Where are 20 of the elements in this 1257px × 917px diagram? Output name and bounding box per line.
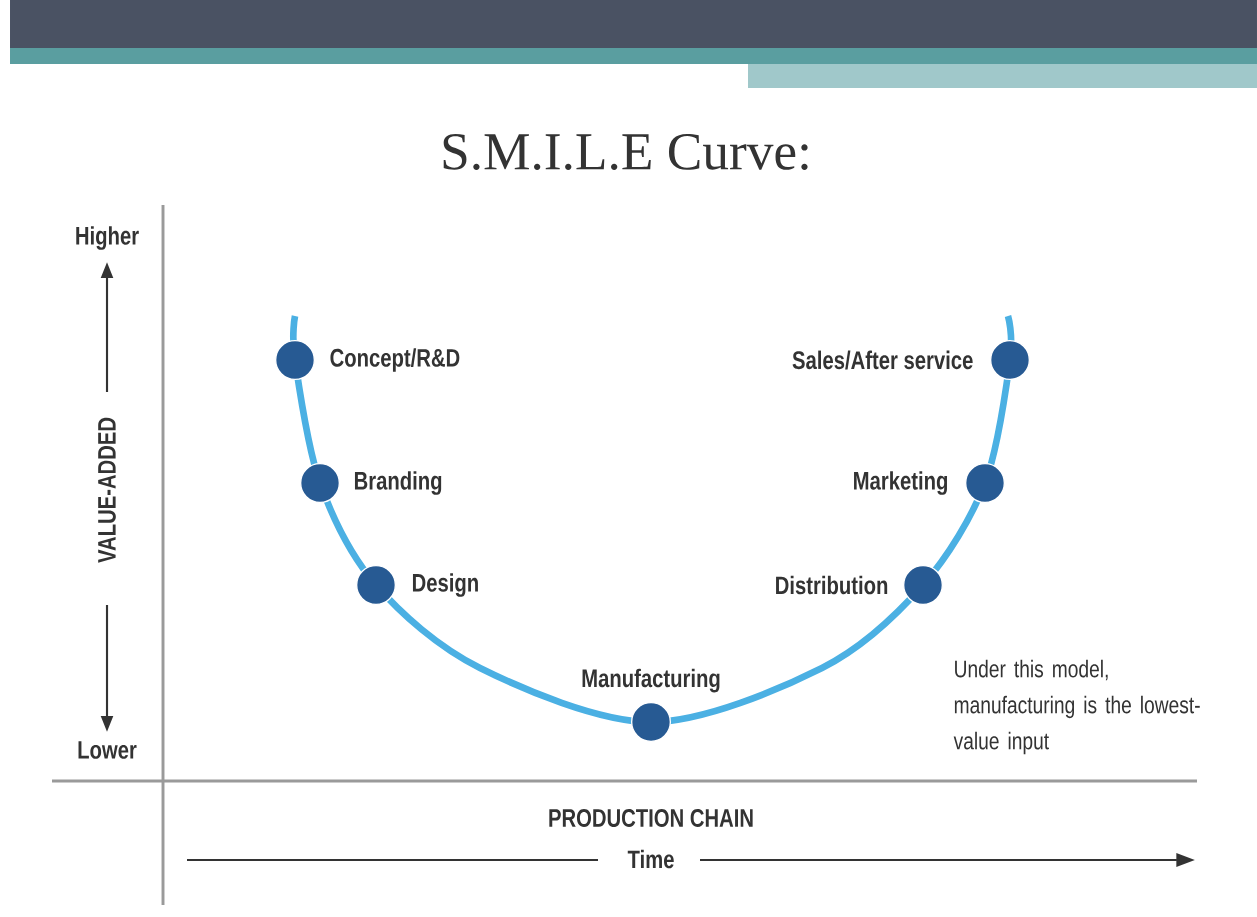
stage-label: Distribution [776,575,888,595]
stage-label: Manufacturing [582,668,720,693]
stage-label: Design [412,573,478,597]
stage-label: Concept/R&D [330,348,460,372]
marker-dot [356,565,396,605]
axis-title: VALUE-ADDED [94,413,120,567]
marker-dot [965,463,1005,503]
marker-dot [631,702,671,742]
note: Under this model, manufacturing is the lowest-value input [953,659,1200,755]
marker-dot [300,463,340,503]
stage-label: Marketing [854,471,948,495]
stage-label: Sales/After service [792,350,973,370]
axis-title: PRODUCTION CHAIN [544,805,759,831]
title: S.M.I.L.E Curve: [443,134,808,171]
axis-label: Higher [70,222,144,254]
axis-label: Lower [73,737,141,763]
marker-dot [275,340,315,380]
stage-label: Branding [354,471,442,495]
marker-dot [990,340,1030,380]
marker-dot [903,565,943,605]
